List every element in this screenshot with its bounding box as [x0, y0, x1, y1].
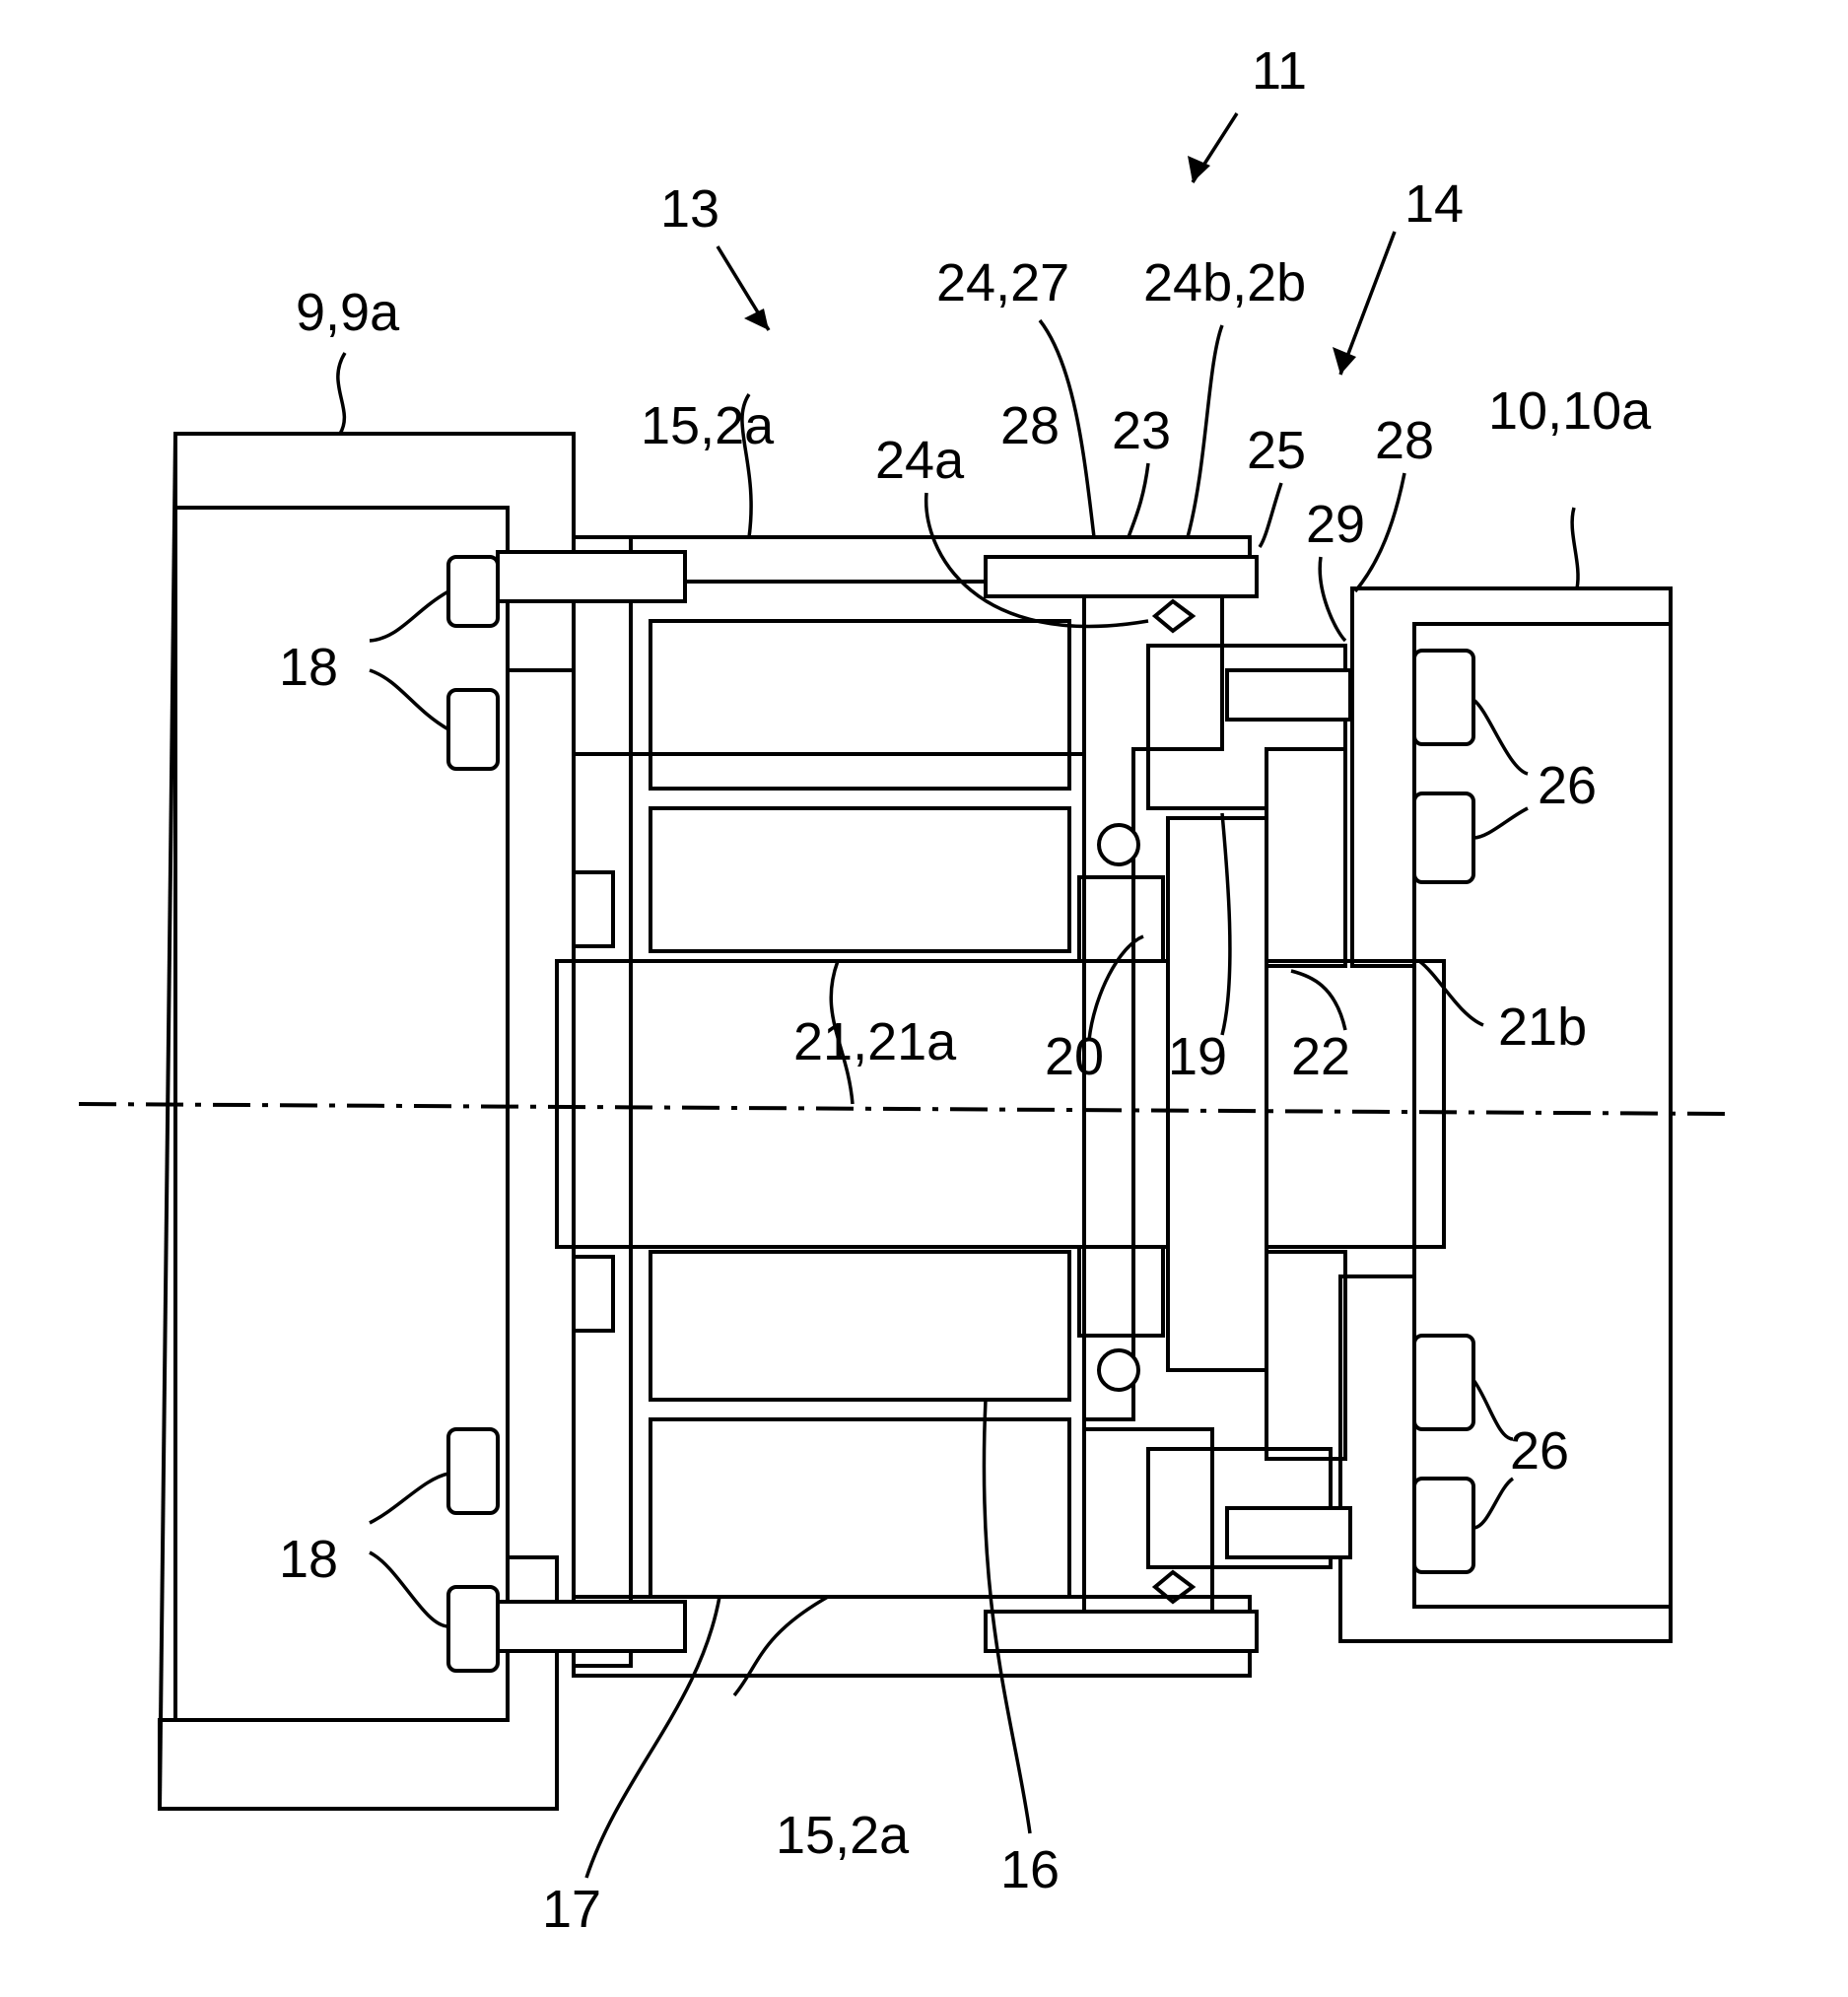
label-left-flange: 9,9a [296, 283, 400, 342]
label-22: 22 [1291, 1027, 1350, 1086]
label-21-21a: 21,21a [793, 1012, 957, 1071]
label-20: 20 [1045, 1027, 1104, 1086]
label-26-bottom: 26 [1510, 1421, 1569, 1481]
label-18-bottom: 18 [279, 1530, 338, 1589]
label-housing-top: 15,2a [641, 396, 775, 455]
label-29: 29 [1306, 495, 1365, 554]
seals [574, 872, 613, 1331]
label-26-top: 26 [1538, 756, 1597, 815]
label-28-left: 28 [1000, 396, 1060, 455]
center-axis [79, 1104, 1725, 1114]
label-right-unit: 14 [1404, 174, 1464, 234]
label-24-27: 24,27 [936, 253, 1069, 312]
label-24a: 24a [875, 431, 965, 490]
label-21b: 21b [1498, 998, 1587, 1057]
label-23: 23 [1112, 401, 1171, 460]
label-25: 25 [1247, 421, 1306, 480]
label-right-flange: 10,10a [1488, 381, 1652, 441]
arrows [718, 113, 1395, 375]
shaft [557, 818, 1444, 1370]
label-16: 16 [1000, 1840, 1060, 1899]
bearing-hub [1079, 825, 1163, 1390]
screws-25 [986, 557, 1257, 1651]
label-17: 17 [542, 1880, 601, 1939]
label-24b-2b: 24b,2b [1143, 253, 1306, 312]
label-left-unit: 13 [660, 179, 719, 239]
label-device: 11 [1252, 41, 1307, 101]
label-19: 19 [1168, 1027, 1227, 1086]
label-housing-bottom: 15,2a [776, 1806, 910, 1865]
label-18-top: 18 [279, 638, 338, 697]
label-28-right: 28 [1375, 411, 1434, 470]
